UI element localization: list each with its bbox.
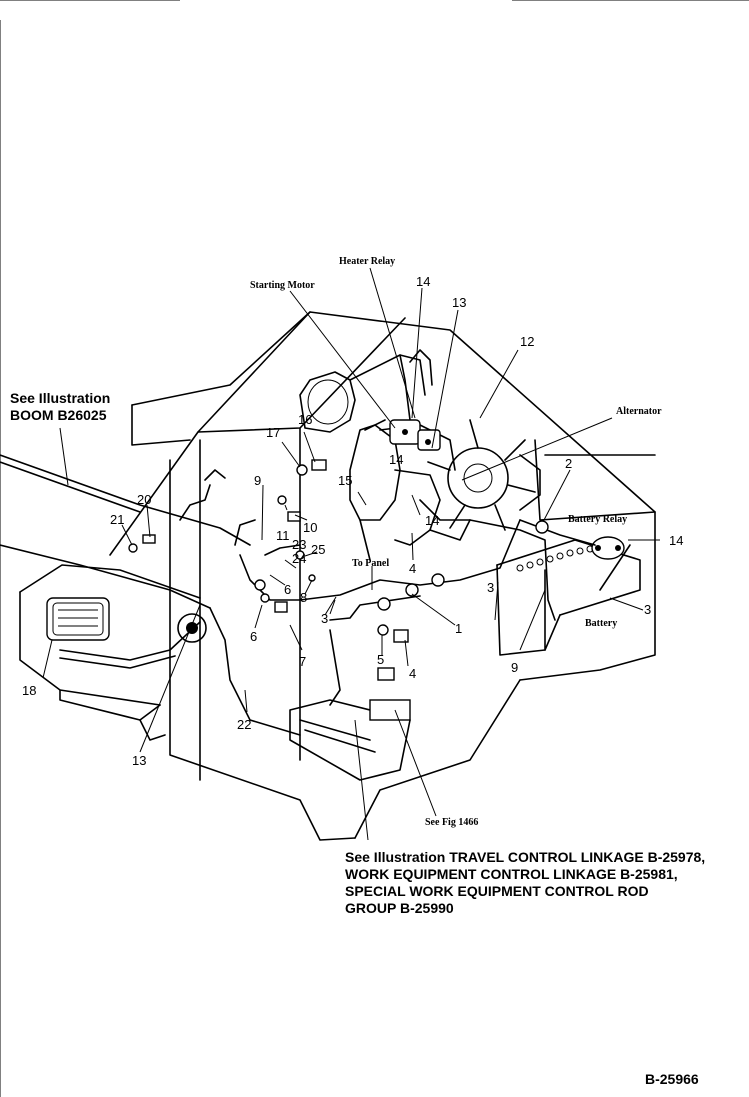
callout-15: 15 bbox=[338, 473, 352, 488]
label-battery-relay: Battery Relay bbox=[568, 514, 627, 525]
callout-17: 17 bbox=[266, 425, 280, 440]
label-heater-relay: Heater Relay bbox=[339, 256, 395, 267]
upper-frame bbox=[109, 311, 656, 841]
battery bbox=[496, 539, 641, 656]
control-box bbox=[289, 699, 411, 781]
callout-13: 13 bbox=[452, 295, 466, 310]
callouts: 1 2 3 3 3 4 4 5 6 6 7 8 9 9 10 11 12 13 … bbox=[22, 274, 683, 768]
callout-9: 9 bbox=[254, 473, 261, 488]
callout-14: 14 bbox=[416, 274, 430, 289]
callout-6: 6 bbox=[250, 629, 257, 644]
hardware bbox=[128, 459, 409, 681]
callout-11: 11 bbox=[276, 528, 290, 543]
reference-control-line: SPECIAL WORK EQUIPMENT CONTROL ROD bbox=[345, 883, 649, 899]
label-starting-motor: Starting Motor bbox=[250, 280, 315, 291]
callout-24: 24 bbox=[292, 551, 306, 566]
callout-1: 1 bbox=[455, 621, 462, 636]
callout-14: 14 bbox=[425, 513, 439, 528]
callout-13: 13 bbox=[132, 753, 146, 768]
callout-16: 16 bbox=[298, 412, 312, 427]
reference-boom: See Illustration BOOM B26025 bbox=[10, 390, 110, 424]
reference-boom-line: BOOM B26025 bbox=[10, 407, 107, 423]
label-battery: Battery bbox=[585, 618, 617, 629]
callout-7: 7 bbox=[299, 654, 306, 669]
callout-2: 2 bbox=[565, 456, 572, 471]
alternator bbox=[427, 419, 541, 531]
callout-21: 21 bbox=[110, 512, 124, 527]
leader-lines bbox=[42, 267, 660, 841]
reference-control-linkage: See Illustration TRAVEL CONTROL LINKAGE … bbox=[345, 849, 705, 917]
callout-8: 8 bbox=[300, 590, 307, 605]
callout-4: 4 bbox=[409, 561, 416, 576]
label-see-fig: See Fig 1466 bbox=[425, 817, 478, 828]
callout-12: 12 bbox=[520, 334, 534, 349]
callout-22: 22 bbox=[237, 717, 251, 732]
label-alternator: Alternator bbox=[616, 406, 662, 417]
callout-18: 18 bbox=[22, 683, 36, 698]
reference-control-line: See Illustration TRAVEL CONTROL LINKAGE … bbox=[345, 849, 706, 865]
callout-14: 14 bbox=[389, 452, 403, 467]
callout-25: 25 bbox=[311, 542, 325, 557]
callout-3: 3 bbox=[321, 611, 328, 626]
callout-10: 10 bbox=[303, 520, 317, 535]
callout-5: 5 bbox=[377, 652, 384, 667]
reference-boom-line: See Illustration bbox=[10, 390, 111, 406]
component-labels: Heater Relay Starting Motor Alternator B… bbox=[250, 256, 662, 828]
callout-20: 20 bbox=[137, 492, 151, 507]
reference-control-line: WORK EQUIPMENT CONTROL LINKAGE B-25981, bbox=[345, 866, 678, 882]
callout-6: 6 bbox=[284, 582, 291, 597]
callout-4: 4 bbox=[409, 666, 416, 681]
callout-14: 14 bbox=[669, 533, 683, 548]
wiring-harness bbox=[0, 454, 631, 736]
reference-control-line: GROUP B-25990 bbox=[345, 900, 454, 916]
horn bbox=[46, 597, 110, 641]
starting-motor bbox=[389, 419, 441, 451]
battery-relay bbox=[591, 536, 625, 560]
engine bbox=[299, 349, 471, 546]
callout-23: 23 bbox=[292, 537, 306, 552]
callout-3: 3 bbox=[487, 580, 494, 595]
callout-9: 9 bbox=[511, 660, 518, 675]
drawing-number: B-25966 bbox=[645, 1071, 699, 1087]
callout-3: 3 bbox=[644, 602, 651, 617]
label-to-panel: To Panel bbox=[352, 558, 389, 569]
